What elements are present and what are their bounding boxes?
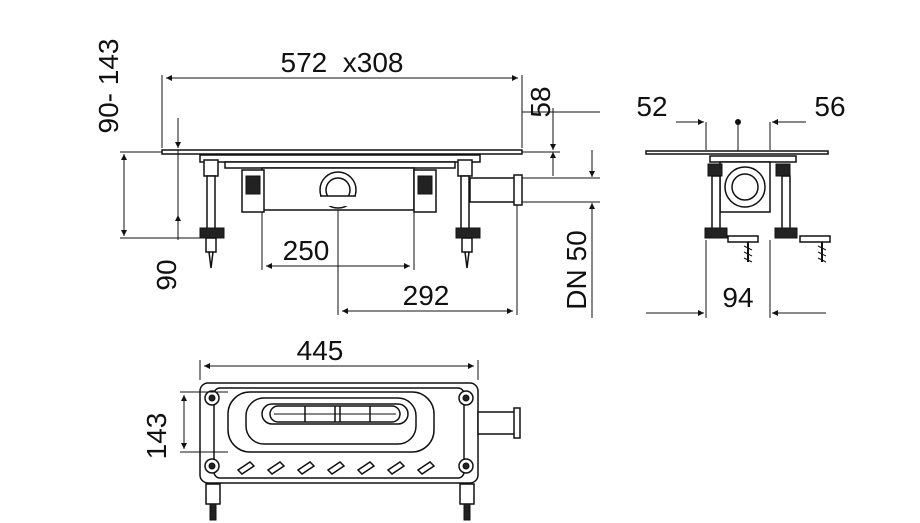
dim-side-94: 94 — [722, 282, 753, 313]
dim-side-56: 56 — [814, 91, 845, 122]
dim-side-52: 52 — [636, 91, 667, 122]
side-tile-plate — [645, 150, 829, 155]
plan-view: 445 143 — [141, 335, 521, 521]
leg-left — [199, 159, 225, 269]
side-view: 52 56 94 — [636, 91, 846, 318]
dim-top-size: 572 x308 — [281, 47, 404, 78]
dim-bottom-445: 445 — [297, 335, 344, 366]
dim-span-292: 292 — [403, 280, 450, 311]
dim-bottom-143: 143 — [141, 413, 172, 460]
tile-plate — [161, 149, 523, 155]
side-outlet-circle — [724, 166, 766, 208]
dim-height-range: 90- 143 — [93, 39, 124, 134]
plan-side-pipe — [477, 411, 519, 435]
dim-side-58: 58 — [525, 86, 556, 117]
plan-slots — [236, 461, 436, 475]
front-view: 572 x308 90- 143 90 250 292 58 DN 50 — [93, 39, 600, 318]
dim-frame-height: 90 — [151, 259, 182, 290]
dim-dn: DN 50 — [561, 230, 592, 309]
side-outlet-pipe — [469, 177, 521, 203]
dim-span-250: 250 — [283, 235, 330, 266]
leg-right — [455, 159, 481, 269]
